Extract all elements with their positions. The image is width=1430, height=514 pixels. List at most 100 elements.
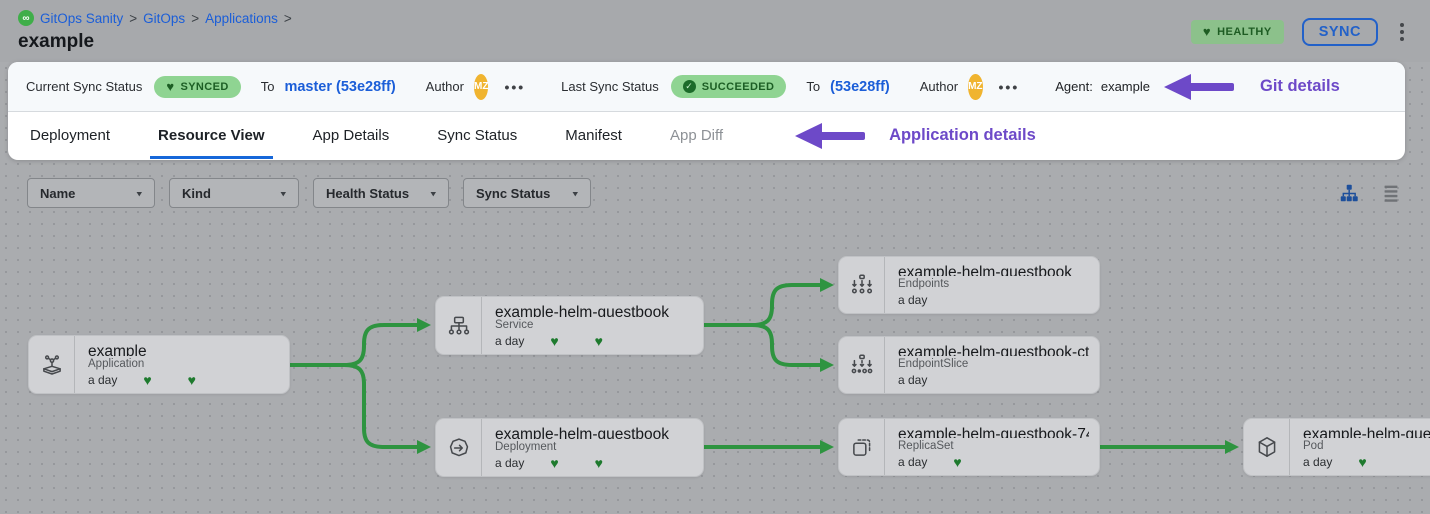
- agent-info: Agent:example: [1055, 79, 1150, 94]
- heart-icon: ♥: [550, 333, 559, 349]
- to-label: To: [806, 79, 821, 94]
- health-status-filter-label: Health Status: [326, 185, 410, 201]
- health-hearts: ♥♥: [143, 372, 196, 388]
- succeeded-badge: ✓ SUCCEEDED: [670, 75, 787, 98]
- author-avatar[interactable]: MZ: [968, 73, 983, 100]
- node-name: example-helm-guestbook: [898, 264, 1073, 276]
- endpoints-icon: [839, 257, 885, 313]
- edge-service-to-endpoints: [704, 278, 834, 327]
- resource-node-application-example[interactable]: example Application a day ♥♥: [28, 335, 290, 394]
- node-kind: ReplicaSet: [898, 440, 954, 452]
- edge-service-to-endpointslice: [704, 323, 834, 372]
- more-options-icon[interactable]: •••: [504, 78, 526, 95]
- node-kind: EndpointSlice: [898, 358, 969, 370]
- heart-icon: ♥: [594, 333, 603, 349]
- node-kind: Endpoints: [898, 278, 950, 290]
- endpointslice-icon: [839, 337, 885, 393]
- health-status-badge: ♥ HEALTHY: [1190, 20, 1284, 44]
- node-age: a day: [898, 293, 928, 307]
- node-age: a day: [495, 456, 525, 470]
- node-name: example-helm-guestbook-ct...: [898, 344, 1089, 356]
- last-sync-status-label: Last Sync Status: [561, 79, 659, 94]
- more-options-icon[interactable]: •••: [998, 78, 1020, 95]
- chevron-down-icon: ▾: [136, 188, 142, 199]
- annotation-arrow-left-icon: [809, 131, 866, 140]
- health-hearts: ♥: [1358, 454, 1367, 470]
- resource-node-endpointslice[interactable]: example-helm-guestbook-ct... EndpointSli…: [838, 336, 1100, 394]
- author-label: Author: [919, 79, 959, 94]
- deployment-icon: [436, 419, 482, 476]
- heart-icon: ♥: [166, 78, 175, 94]
- breadcrumb-separator: >: [283, 10, 292, 26]
- heart-icon: ♥: [594, 455, 603, 471]
- breadcrumb-separator: >: [191, 10, 200, 26]
- header-actions: ♥ HEALTHY SYNC: [1190, 18, 1408, 46]
- sync-status-filter-dropdown[interactable]: Sync Status ▾: [463, 178, 591, 208]
- health-badge-label: HEALTHY: [1217, 26, 1272, 38]
- health-hearts: ♥: [953, 454, 962, 470]
- application-details-annotation-text: Application details: [889, 126, 1036, 144]
- check-circle-icon: ✓: [682, 80, 696, 93]
- heart-icon: ♥: [550, 455, 559, 471]
- tab-resource-view[interactable]: Resource View: [150, 112, 273, 159]
- node-age: a day: [1303, 455, 1333, 469]
- list-view-icon[interactable]: [1380, 182, 1402, 204]
- current-revision-link[interactable]: master (53e28ff): [284, 78, 396, 95]
- git-details-annotation: Git details: [1150, 77, 1340, 96]
- node-name: example-helm-guest: [1303, 426, 1430, 438]
- synced-badge-label: SYNCED: [180, 80, 229, 93]
- tab-deployment[interactable]: Deployment: [30, 127, 111, 144]
- gitops-logo-icon: ∞: [18, 10, 34, 26]
- author-avatar[interactable]: MZ: [473, 73, 489, 100]
- name-filter-dropdown[interactable]: Name ▾: [27, 178, 155, 208]
- node-age: a day: [898, 455, 928, 469]
- pod-icon: [1244, 419, 1290, 475]
- tree-view-icon[interactable]: [1338, 182, 1360, 204]
- heart-icon: ♥: [1202, 24, 1212, 39]
- filter-bar: Name ▾ Kind ▾ Health Status ▾ Sync Statu…: [27, 178, 591, 208]
- node-kind: Application: [88, 358, 145, 370]
- resource-node-pod[interactable]: example-helm-guest Pod a day♥: [1243, 418, 1430, 476]
- node-age: a day: [898, 373, 928, 387]
- to-label: To: [260, 79, 275, 94]
- health-hearts: ♥♥: [550, 333, 603, 349]
- sync-button[interactable]: SYNC: [1301, 18, 1378, 46]
- edge-example-to-service: [290, 318, 431, 367]
- node-name: example-helm-guestbook: [495, 304, 670, 317]
- resource-node-deployment[interactable]: example-helm-guestbook Deployment a day♥…: [435, 418, 704, 477]
- annotation-arrow-left-icon: [1177, 82, 1234, 91]
- succeeded-badge-label: SUCCEEDED: [701, 80, 775, 93]
- breadcrumb-gitops[interactable]: GitOps: [143, 10, 186, 26]
- health-status-filter-dropdown[interactable]: Health Status ▾: [313, 178, 449, 208]
- breadcrumb-gitops-sanity[interactable]: GitOps Sanity: [40, 10, 124, 26]
- page-header: ∞ GitOps Sanity > GitOps > Applications …: [0, 0, 1430, 62]
- author-label: Author: [425, 79, 464, 94]
- page-title: example: [18, 31, 95, 52]
- last-revision-link[interactable]: (53e28ff): [830, 78, 890, 95]
- name-filter-label: Name: [40, 185, 76, 201]
- tab-sync-status[interactable]: Sync Status: [437, 127, 518, 144]
- resource-graph-canvas: Name ▾ Kind ▾ Health Status ▾ Sync Statu…: [0, 160, 1430, 514]
- heart-icon: ♥: [953, 454, 962, 470]
- agent-label: Agent:: [1055, 79, 1093, 94]
- chevron-down-icon: ▾: [430, 188, 436, 199]
- application-icon: [29, 336, 75, 393]
- node-age: a day: [88, 373, 118, 387]
- resource-node-replicaset[interactable]: example-helm-guestbook-74... ReplicaSet …: [838, 418, 1100, 476]
- application-details-card: Current Sync Status ♥ SYNCED To master (…: [8, 62, 1405, 160]
- breadcrumb: ∞ GitOps Sanity > GitOps > Applications …: [18, 10, 1412, 26]
- heart-icon: ♥: [187, 372, 196, 388]
- kebab-menu-icon[interactable]: [1396, 21, 1408, 43]
- git-details-annotation-text: Git details: [1259, 77, 1340, 95]
- tab-manifest[interactable]: Manifest: [565, 127, 622, 144]
- heart-icon: ♥: [1358, 454, 1367, 470]
- kind-filter-dropdown[interactable]: Kind ▾: [169, 178, 299, 208]
- tab-app-diff[interactable]: App Diff: [669, 127, 724, 144]
- application-tabs: Deployment Resource View App Details Syn…: [8, 112, 1405, 159]
- kind-filter-label: Kind: [182, 185, 211, 201]
- node-name: example: [88, 343, 147, 356]
- breadcrumb-applications[interactable]: Applications: [205, 10, 278, 26]
- tab-app-details[interactable]: App Details: [312, 127, 390, 144]
- resource-node-endpoints[interactable]: example-helm-guestbook Endpoints a day: [838, 256, 1100, 314]
- resource-node-service[interactable]: example-helm-guestbook Service a day♥♥: [435, 296, 704, 355]
